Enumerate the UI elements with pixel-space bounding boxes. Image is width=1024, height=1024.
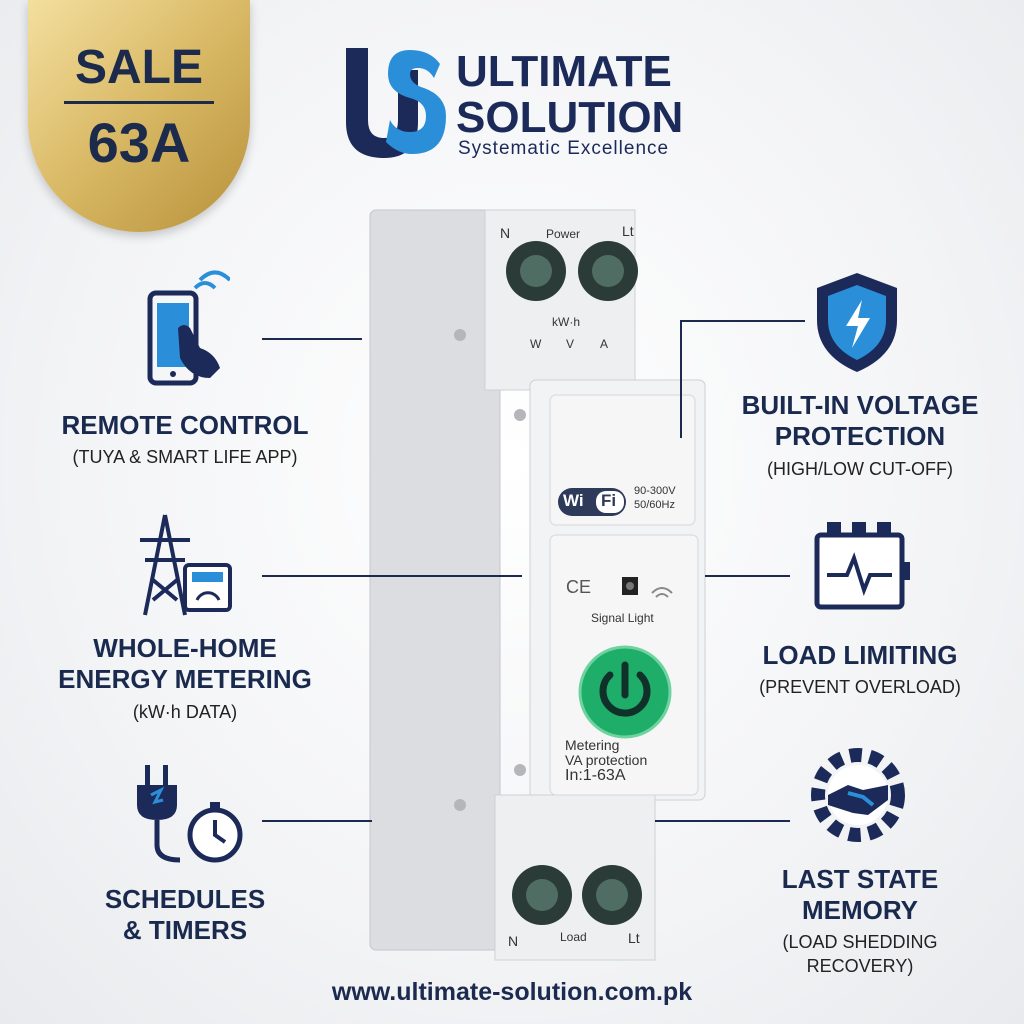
device-a-label: A (600, 337, 609, 351)
device-power-label: Power (546, 227, 581, 241)
sale-badge: SALE 63A (28, 0, 250, 232)
ce-mark: CE (566, 577, 592, 597)
device-v-label: V (566, 337, 575, 351)
device-frequency: 50/60Hz (634, 499, 675, 511)
feature-voltage-title-line1: BUILT-IN VOLTAGE (741, 390, 979, 420)
connector-line (262, 820, 372, 822)
device-label-rating: In:1-63A (565, 767, 626, 784)
badge-sale: SALE (74, 41, 203, 94)
shield-lightning-icon (817, 273, 897, 372)
feature-remote-control-title: REMOTE CONTROL (61, 410, 309, 440)
feature-metering-title-line2: ENERGY METERING (58, 664, 312, 694)
feature-last-state-subtitle-line1: (LOAD SHEDDING (782, 932, 938, 952)
badge-divider (64, 101, 214, 104)
device-label-va: VA protection (565, 752, 648, 768)
logo-line1: ULTIMATE (456, 47, 672, 96)
device-bottom-l: Lt (628, 930, 640, 946)
feature-metering-subtitle: (kW·h DATA) (132, 702, 238, 722)
device-top-l: Lt (622, 223, 634, 239)
feature-schedules-title-line1: SCHEDULES (104, 884, 266, 914)
logo-line2: SOLUTION (456, 93, 684, 142)
plug-timer-icon (137, 765, 243, 863)
badge-rating: 63A (87, 111, 191, 174)
feature-last-state-subtitle-line2: RECOVERY) (806, 956, 914, 976)
feature-remote-control-subtitle: (TUYA & SMART LIFE APP) (72, 447, 298, 467)
device-label-metering: Metering (565, 737, 620, 753)
device-kwh-label: kW·h (552, 315, 580, 329)
connector-line (705, 575, 790, 577)
connector-line (655, 820, 790, 822)
device-top-n: N (500, 225, 511, 241)
feature-voltage-title-line2: PROTECTION (774, 421, 946, 451)
signal-light-label: Signal Light (591, 611, 654, 625)
wifi-badge-fi: Fi (601, 491, 617, 510)
feature-load-limiting-title: LOAD LIMITING (762, 640, 958, 670)
gear-handshake-icon (811, 748, 905, 842)
connector-line (262, 338, 362, 340)
breaker-pulse-icon (814, 522, 910, 610)
wifi-badge-wi: Wi (563, 491, 584, 510)
feature-load-limiting-subtitle: (PREVENT OVERLOAD) (759, 677, 961, 697)
device-load-label: Load (560, 930, 587, 944)
device-w-label: W (530, 337, 542, 351)
feature-last-state-title-line2: MEMORY (801, 895, 919, 925)
feature-voltage-subtitle: (HIGH/LOW CUT-OFF) (767, 459, 953, 479)
feature-last-state-title-line1: LAST STATE (781, 864, 939, 894)
connector-line (262, 575, 522, 577)
logo-tagline: Systematic Excellence (458, 138, 670, 159)
connector-line (680, 320, 682, 438)
connector-line (680, 320, 805, 322)
device-voltage: 90-300V (634, 485, 676, 497)
smart-breaker-device: N Power Lt kW·h W V A Wi Fi 90-300V 50/6… (360, 205, 710, 965)
smartphone-touch-icon (147, 270, 230, 386)
logo-mark-icon (346, 48, 446, 158)
feature-metering-title-line1: WHOLE-HOME (93, 633, 277, 663)
power-tower-meter-icon (140, 514, 232, 616)
device-bottom-n: N (508, 933, 519, 949)
website-url: www.ultimate-solution.com.pk (331, 978, 693, 1006)
feature-schedules-title-line2: & TIMERS (122, 915, 248, 945)
